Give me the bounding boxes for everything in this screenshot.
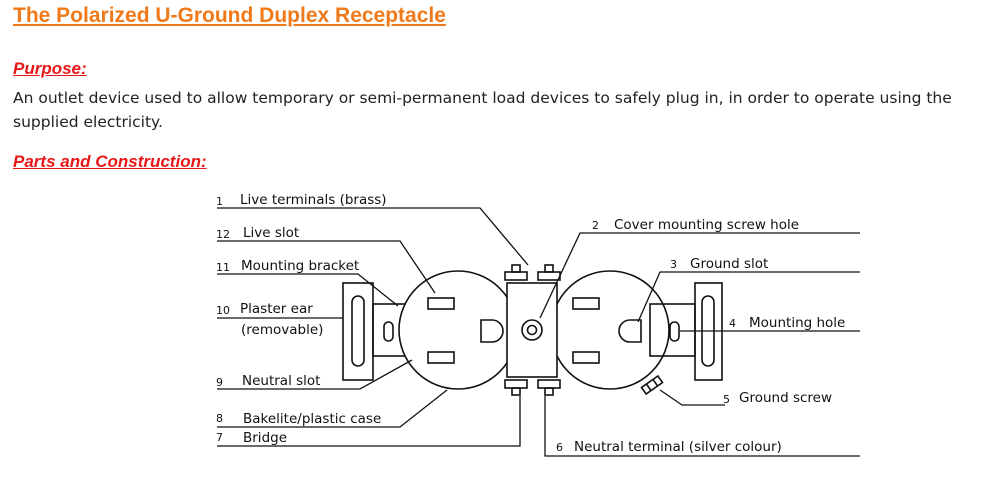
label-2: 2 Cover mounting screw hole bbox=[592, 217, 799, 233]
live-terminal-screw-left bbox=[504, 271, 528, 281]
left-outlet-face bbox=[398, 270, 518, 390]
live-terminal-screw-head-right bbox=[544, 264, 554, 273]
label-4-text: Mounting hole bbox=[749, 315, 845, 331]
label-5-text: Ground screw bbox=[739, 390, 832, 406]
label-11-text: Mounting bracket bbox=[241, 258, 359, 274]
label-8: 8 Bakelite/plastic case bbox=[216, 411, 381, 427]
label-12-text: Live slot bbox=[243, 225, 299, 241]
label-5-number: 5 bbox=[723, 393, 730, 406]
left-bracket-hole bbox=[383, 321, 394, 342]
label-11: 11 Mounting bracket bbox=[216, 258, 359, 274]
label-8-text: Bakelite/plastic case bbox=[243, 411, 381, 427]
label-4: 4 Mounting hole bbox=[729, 315, 845, 331]
page-title: The Polarized U-Ground Duplex Receptacle bbox=[13, 4, 446, 27]
receptacle-drawing bbox=[342, 264, 723, 396]
label-10-text-line2: (removable) bbox=[241, 322, 323, 338]
label-1-text: Live terminals (brass) bbox=[240, 192, 387, 208]
neutral-terminal-screw-head-left bbox=[511, 387, 521, 396]
neutral-terminal-screw-left bbox=[504, 379, 528, 389]
neutral-terminal-screw-right bbox=[537, 379, 561, 389]
right-neutral-slot bbox=[572, 351, 600, 364]
left-mounting-slot bbox=[351, 295, 365, 367]
live-terminal-screw-right bbox=[537, 271, 561, 281]
label-8-number: 8 bbox=[216, 412, 223, 425]
label-9-number: 9 bbox=[216, 376, 223, 389]
right-bracket-hole bbox=[669, 321, 680, 342]
parts-heading: Parts and Construction: bbox=[13, 152, 207, 171]
label-1: 1 Live terminals (brass) bbox=[216, 192, 387, 208]
label-6: 6 Neutral terminal (silver colour) bbox=[556, 439, 782, 455]
right-outlet-face bbox=[550, 270, 670, 390]
label-6-text: Neutral terminal (silver colour) bbox=[574, 439, 782, 455]
left-neutral-slot bbox=[427, 351, 455, 364]
label-9: 9 Neutral slot bbox=[216, 373, 320, 389]
label-6-number: 6 bbox=[556, 441, 563, 454]
label-3: 3 Ground slot bbox=[670, 256, 768, 272]
right-ground-slot bbox=[618, 319, 642, 343]
label-4-number: 4 bbox=[729, 317, 736, 330]
label-10: 10 Plaster ear (removable) bbox=[216, 301, 323, 338]
purpose-heading: Purpose: bbox=[13, 59, 87, 78]
label-3-number: 3 bbox=[670, 258, 677, 271]
purpose-text: An outlet device used to allow temporary… bbox=[13, 89, 952, 131]
left-live-slot bbox=[427, 297, 455, 310]
label-9-text: Neutral slot bbox=[242, 373, 320, 389]
label-10-text: Plaster ear bbox=[240, 301, 313, 317]
neutral-terminal-screw-head-right bbox=[544, 387, 554, 396]
cover-screw-hole-outer bbox=[521, 319, 543, 341]
label-11-number: 11 bbox=[216, 261, 230, 274]
label-7-number: 7 bbox=[216, 431, 223, 444]
label-5: 5 Ground screw bbox=[723, 390, 832, 406]
leader-lines bbox=[217, 207, 860, 457]
label-12: 12 Live slot bbox=[216, 225, 299, 241]
label-7: 7 Bridge bbox=[216, 430, 287, 446]
label-2-number: 2 bbox=[592, 219, 599, 232]
label-3-text: Ground slot bbox=[690, 256, 768, 272]
cover-screw-hole-inner bbox=[526, 324, 538, 336]
left-ground-slot bbox=[480, 319, 504, 343]
label-10-number: 10 bbox=[216, 304, 230, 317]
label-1-number: 1 bbox=[216, 195, 223, 208]
label-12-number: 12 bbox=[216, 228, 230, 241]
live-terminal-screw-head-left bbox=[511, 264, 521, 273]
right-live-slot bbox=[572, 297, 600, 310]
label-7-text: Bridge bbox=[243, 430, 287, 446]
ground-screw bbox=[640, 374, 664, 396]
label-2-text: Cover mounting screw hole bbox=[614, 217, 799, 233]
